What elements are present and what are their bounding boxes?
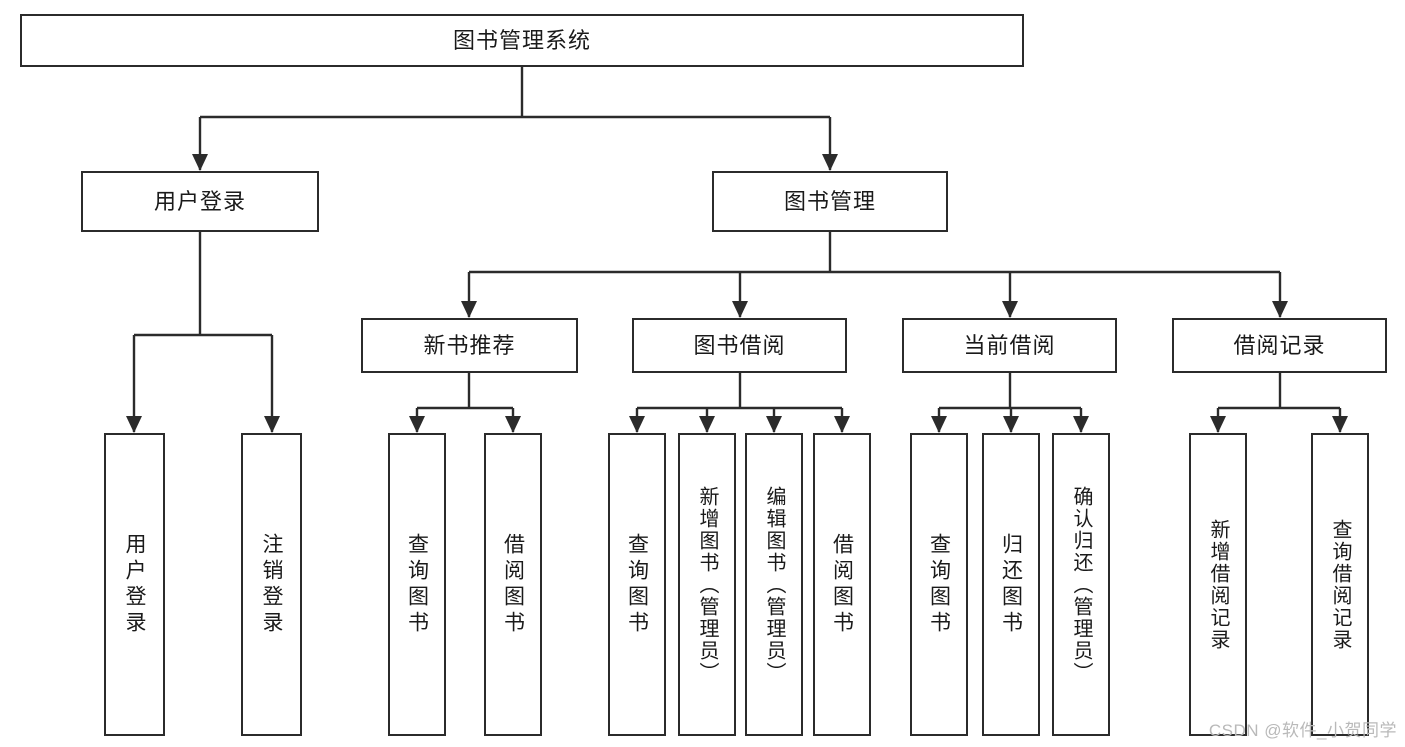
node-borrow-query[interactable]: 查询图书 [608, 433, 666, 736]
node-current[interactable]: 当前借阅 [902, 318, 1117, 373]
drop-borrow-query-arrowhead [629, 416, 645, 433]
drop-newbook-query-arrowhead [409, 416, 425, 433]
node-current-query[interactable]: 查询图书 [910, 433, 968, 736]
node-label-newbook: 新书推荐 [423, 332, 516, 358]
node-newbook[interactable]: 新书推荐 [361, 318, 578, 373]
drop-record-add-arrowhead [1210, 416, 1226, 433]
node-borrow[interactable]: 图书借阅 [632, 318, 847, 373]
node-login[interactable]: 用户登录 [81, 171, 319, 232]
drop-login-logout-arrowhead [264, 416, 280, 433]
node-label-borrow-lend: 借阅图书 [830, 532, 854, 637]
node-current-return[interactable]: 归还图书 [982, 433, 1040, 736]
drop-current-confirm-arrowhead [1073, 416, 1089, 433]
node-record-add[interactable]: 新增借阅记录 [1189, 433, 1247, 736]
node-label-bookmgr: 图书管理 [783, 188, 876, 214]
node-borrow-lend[interactable]: 借阅图书 [813, 433, 871, 736]
node-newbook-query[interactable]: 查询图书 [388, 433, 446, 736]
node-label-current-confirm: 确认归还（管理员） [1070, 485, 1092, 684]
drop-record-query-arrowhead [1332, 416, 1348, 433]
node-label-borrow: 图书借阅 [693, 332, 786, 358]
drop-newbook-borrow-arrowhead [505, 416, 521, 433]
node-label-record-add: 新增借阅记录 [1207, 518, 1229, 651]
node-label-root: 图书管理系统 [452, 27, 591, 53]
drop-current-return-arrowhead [1003, 416, 1019, 433]
node-label-login-logout: 注销登录 [260, 532, 283, 637]
node-current-confirm[interactable]: 确认归还（管理员） [1052, 433, 1110, 736]
node-label-login-user: 用户登录 [123, 532, 146, 637]
node-record[interactable]: 借阅记录 [1172, 318, 1387, 373]
node-borrow-edit[interactable]: 编辑图书（管理员） [745, 433, 803, 736]
drop-login-user-arrowhead [126, 416, 142, 433]
node-newbook-borrow[interactable]: 借阅图书 [484, 433, 542, 736]
node-label-borrow-query: 查询图书 [625, 532, 649, 637]
node-root[interactable]: 图书管理系统 [20, 14, 1024, 67]
node-login-user[interactable]: 用户登录 [104, 433, 165, 736]
watermark-text: CSDN @软件_小贺同学 [1208, 721, 1397, 740]
drop-current-query-arrowhead [931, 416, 947, 433]
node-borrow-add[interactable]: 新增图书（管理员） [678, 433, 736, 736]
node-record-query[interactable]: 查询借阅记录 [1311, 433, 1369, 736]
drop-current-arrowhead [1002, 301, 1018, 318]
drop-bookmgr-arrowhead [822, 154, 838, 171]
node-label-current-return: 归还图书 [999, 532, 1023, 637]
drop-record-arrowhead [1272, 301, 1288, 318]
node-label-current: 当前借阅 [963, 332, 1056, 358]
drop-borrow-lend-arrowhead [834, 416, 850, 433]
node-label-newbook-borrow: 借阅图书 [501, 532, 525, 637]
node-bookmgr[interactable]: 图书管理 [712, 171, 948, 232]
node-label-borrow-edit: 编辑图书（管理员） [763, 485, 785, 684]
drop-login-arrowhead [192, 154, 208, 171]
node-label-record-query: 查询借阅记录 [1329, 518, 1351, 651]
drop-newbook-arrowhead [461, 301, 477, 318]
node-label-login: 用户登录 [153, 188, 246, 214]
node-label-borrow-add: 新增图书（管理员） [696, 485, 718, 684]
drop-borrow-edit-arrowhead [766, 416, 782, 433]
node-label-current-query: 查询图书 [927, 532, 951, 637]
node-login-logout[interactable]: 注销登录 [241, 433, 302, 736]
node-label-record: 借阅记录 [1233, 332, 1326, 358]
drop-borrow-arrowhead [732, 301, 748, 318]
drop-borrow-add-arrowhead [699, 416, 715, 433]
node-label-newbook-query: 查询图书 [405, 532, 429, 637]
